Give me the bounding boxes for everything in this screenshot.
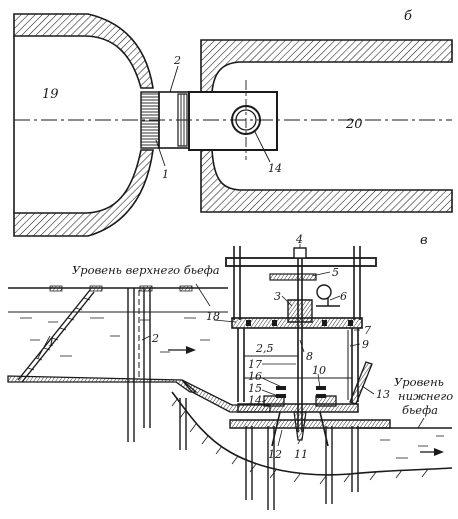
caption-lower-1: Уровень [394,375,444,389]
label-bottom-1: 1 [48,336,55,349]
flow-arrow-downstream-head [434,448,444,456]
caption-upper-level: Уровень верхнего бьефа [72,263,220,277]
label-7: 7 [364,324,371,337]
label-3: 3 [274,290,281,303]
label-4: 4 [295,233,303,246]
view-letter-b: б [404,9,412,24]
view-letter-v: в [420,233,428,248]
label-top-2: 2 [173,54,181,67]
chamber-piles [179,398,359,510]
upstream-floor [7,375,198,393]
label-12: 12 [268,448,282,461]
label-9: 9 [362,338,369,351]
flow-arrow-upstream-head [186,346,196,354]
runner-block-left [263,395,285,407]
caption-lower-3: бьефа [402,403,438,417]
ground-profile [171,391,453,476]
gearbox [287,299,313,323]
downstream-wall-bottom [200,149,453,213]
label-15: 15 [248,382,262,395]
deck-hatch-marks [49,285,193,292]
lower-water-ripples [380,435,444,459]
leader-top-14 [253,129,271,163]
generator [316,284,332,300]
plan-view: б 19 20 2 1 14 [13,9,453,237]
upstream-piles [127,288,151,442]
runner-block-right [315,395,337,407]
label-10: 10 [312,364,326,377]
upstream-wall-bottom [13,149,154,237]
label-8: 8 [306,350,313,363]
label-17: 17 [248,358,262,371]
downstream-slab [229,419,391,429]
top-bearing [293,247,307,259]
upstream-wall-top [13,13,154,89]
dimension-label: 2,5 [255,342,274,355]
upper-level-leader [195,283,211,307]
label-6: 6 [340,290,347,303]
label-14: 14 [248,394,262,407]
label-top-14: 14 [268,162,282,175]
draft-tube [271,411,329,447]
ground-hatch [171,397,429,485]
label-20: 20 [345,117,363,132]
label-18: 18 [206,310,220,323]
label-13: 13 [376,388,390,401]
hand-wheel [269,273,317,281]
dimension-line [243,352,299,360]
leader-top-1 [155,139,166,167]
section-view: в Уровень верхнего бьефа Уровень нижнего… [7,233,453,510]
diagonal-brace [349,361,373,405]
label-bottom-2: 2 [151,332,159,345]
generator-base [316,298,340,307]
frame-posts [233,246,361,320]
label-19: 19 [42,87,59,102]
label-11: 11 [294,448,308,461]
label-16: 16 [248,370,262,383]
downstream-wall-top [200,39,453,93]
inclined-rack-ticks [27,297,91,371]
leader-top-2 [169,65,179,93]
caption-lower-2: нижнего [398,389,453,403]
platform-bolts [246,320,353,326]
lower-level-leader [417,417,425,429]
chamber-walls [237,328,359,402]
label-top-1: 1 [162,168,169,181]
inclined-trash-rack [17,289,95,383]
label-5: 5 [332,266,339,279]
section-leaders [37,244,375,447]
upper-water-ripples [20,317,210,357]
